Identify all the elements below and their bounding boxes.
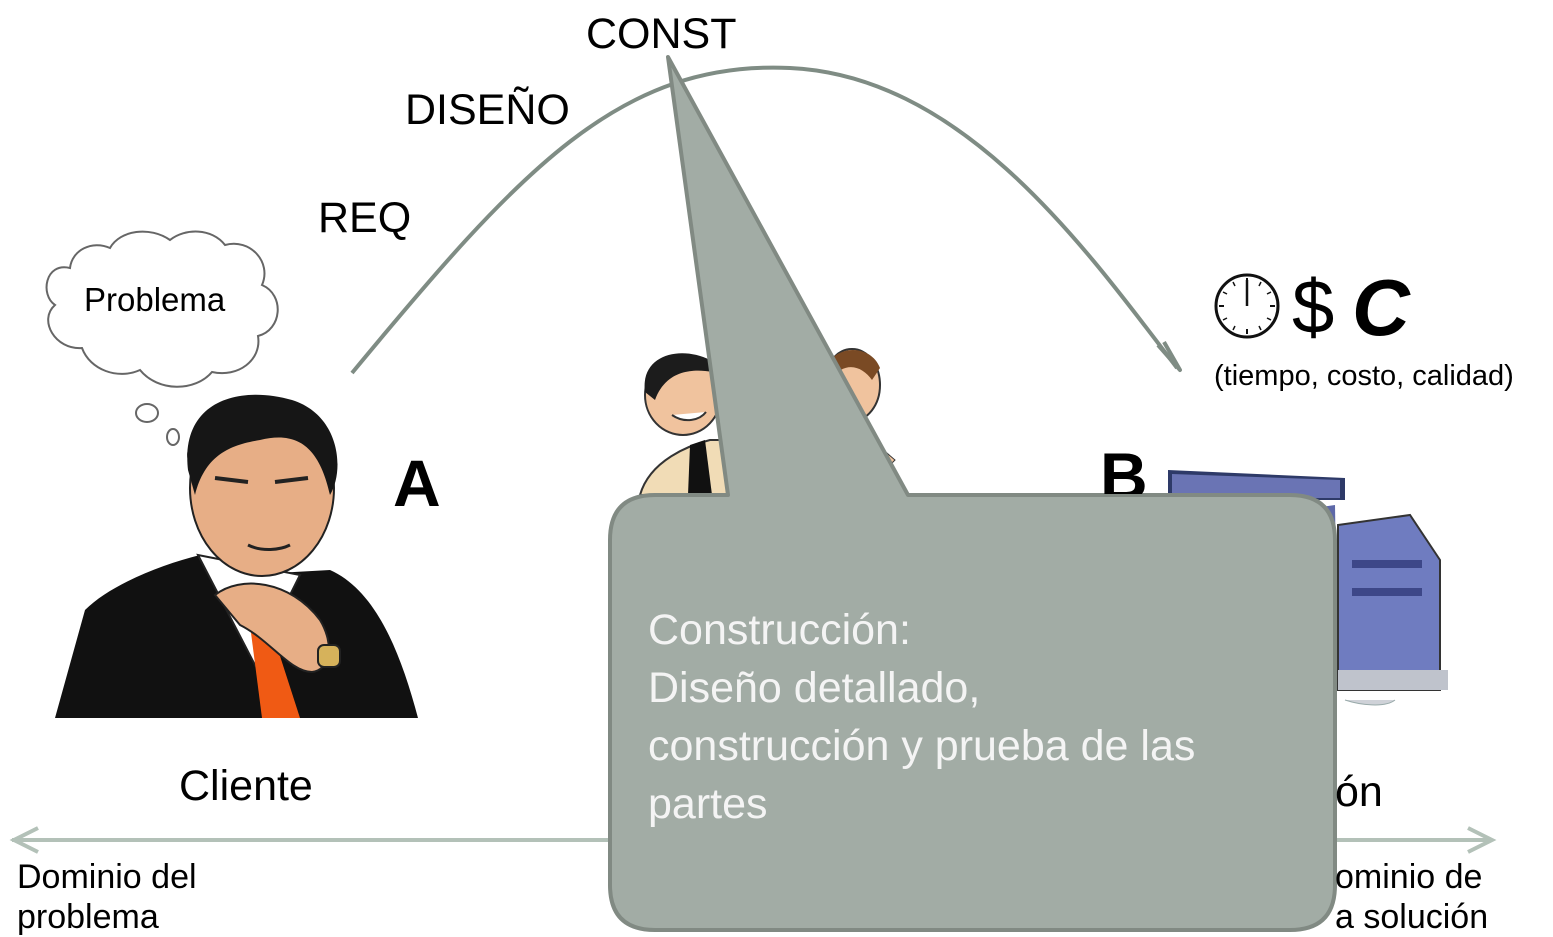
callout-text: Construcción: Diseño detallado, construc…	[648, 601, 1308, 833]
callout-line-3: construcción y prueba de las	[648, 722, 1196, 770]
axis-left-arrow-icon	[9, 826, 39, 854]
point-a-label: A	[393, 446, 441, 520]
process-arc	[350, 65, 1179, 375]
phase-diseno-label: DISEÑO	[405, 86, 570, 134]
axis-right-arrow-icon	[1467, 826, 1497, 854]
construction-callout	[608, 55, 1337, 932]
solution-domain-label-line1: ominio de	[1335, 858, 1483, 896]
problem-domain-label: Dominio del problema	[17, 858, 197, 936]
client-illustration	[55, 394, 418, 718]
solucion-label-fragment: ón	[1335, 768, 1383, 816]
cost-dollar-symbol: $	[1292, 265, 1335, 350]
callout-line-4: partes	[648, 780, 768, 828]
callout-line-2: Diseño detallado,	[648, 664, 981, 712]
phase-req-label: REQ	[318, 194, 412, 242]
metrics-caption: (tiempo, costo, calidad)	[1214, 360, 1514, 392]
clock-icon	[1214, 273, 1280, 339]
phase-const-label: CONST	[586, 10, 737, 58]
quality-c-symbol: C	[1352, 263, 1410, 352]
thought-cloud-text: Problema	[84, 281, 226, 318]
cliente-label: Cliente	[179, 762, 313, 810]
arc-arrowhead-icon	[1156, 341, 1182, 372]
point-b-label: B	[1100, 439, 1148, 494]
solution-domain-label-line2: a solución	[1335, 898, 1489, 936]
callout-line-1: Construcción:	[648, 606, 911, 654]
